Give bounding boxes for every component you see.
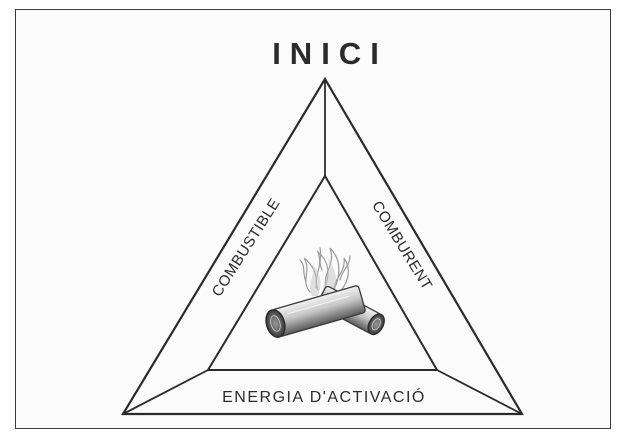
inner-triangle	[206, 174, 439, 371]
side-label-comburent: COMBURENT	[368, 198, 435, 293]
diagram-frame	[15, 9, 611, 429]
triangle-bevel-lines	[122, 79, 523, 415]
base-label-energia: ENERGIA D'ACTIVACIÓ	[222, 387, 426, 406]
outer-triangle	[121, 76, 524, 416]
diagram-title: INICI	[272, 36, 388, 71]
campfire-logs-icon	[265, 247, 385, 338]
